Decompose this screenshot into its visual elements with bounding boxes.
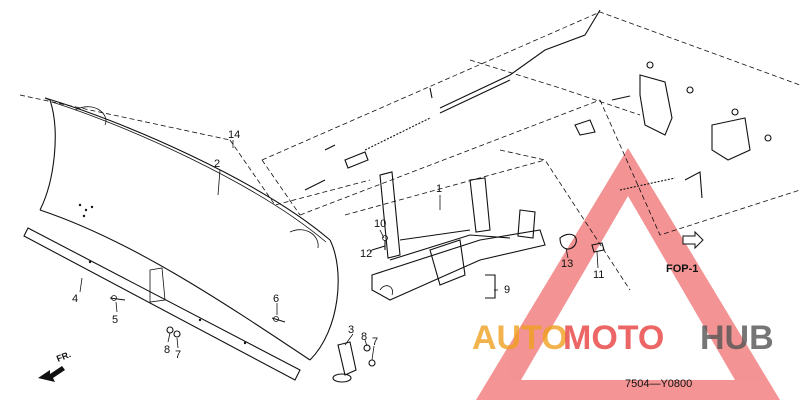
callout-10: 10	[374, 218, 386, 230]
callout-6: 6	[273, 293, 279, 305]
callout-13: 13	[561, 258, 573, 270]
stand-foot	[332, 341, 357, 383]
cutting-edge	[23, 227, 301, 381]
leader-lines	[79, 140, 599, 361]
pin-part	[485, 274, 496, 299]
frame-assembly	[371, 171, 546, 301]
callout-3: 3	[348, 324, 354, 336]
dashed-outlines	[19, 11, 800, 291]
watermark-auto: AUTO	[472, 319, 568, 357]
spring-rod-assembly	[304, 9, 601, 191]
callout-12: 12	[360, 248, 372, 260]
callout-2: 2	[214, 158, 220, 170]
front-arrow	[38, 366, 65, 382]
fop-label: FOP-1	[666, 263, 698, 275]
fop-arrow	[682, 230, 704, 250]
bolt-and-pin	[371, 235, 388, 251]
callout-1: 1	[436, 183, 442, 195]
right-brackets	[574, 61, 772, 199]
diagram-code: 7504—Y0800	[625, 378, 692, 390]
watermark-m-shape	[580, 160, 676, 230]
watermark-triangle-inner	[521, 196, 735, 380]
callout-7a: 7	[175, 349, 181, 361]
blade-fasteners	[109, 295, 376, 367]
callout-9: 9	[504, 284, 510, 296]
watermark-moto: MOTO	[563, 319, 664, 357]
front-label: FR.	[55, 349, 72, 364]
watermark-logo	[476, 148, 780, 400]
callout-5: 5	[112, 314, 118, 326]
watermark-text: AUTO MOTO HUB	[472, 319, 774, 357]
callout-8a: 8	[164, 344, 170, 356]
callout-7b: 7	[372, 336, 378, 348]
callout-4: 4	[72, 293, 78, 305]
callout-8b: 8	[361, 331, 367, 343]
callout-14: 14	[228, 129, 240, 141]
watermark-hub: HUB	[700, 319, 774, 357]
plow-blade	[39, 97, 339, 361]
callout-11: 11	[593, 269, 604, 281]
clips	[559, 233, 605, 253]
callout-numbers: 14 2 1 10 12 9 13 11 4 5 6 8 7 3 8 7	[72, 129, 604, 361]
